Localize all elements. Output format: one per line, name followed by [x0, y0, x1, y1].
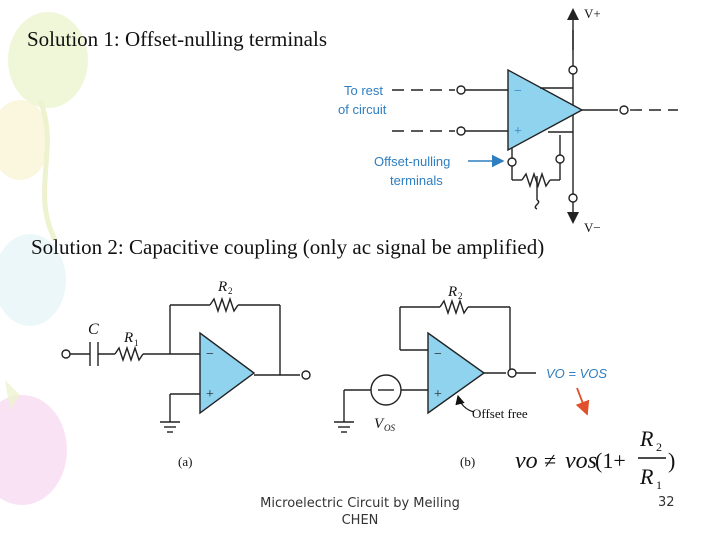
r2-label-b: R: [447, 284, 457, 300]
vos-subscript: OS: [384, 423, 395, 433]
eq-denominator-sub: 1: [656, 478, 662, 492]
r2-subscript-b: 2: [458, 291, 463, 301]
eq-numerator: R: [639, 426, 654, 451]
b-noninverting-sign: +: [434, 387, 442, 402]
figure-label-a: (a): [178, 454, 192, 469]
eq-denominator: R: [639, 464, 654, 489]
slide-title-solution-1: Solution 1: Offset-nulling terminals: [27, 27, 328, 51]
eq-numerator-sub: 2: [656, 440, 662, 454]
eq-paren-open: (1+: [595, 448, 626, 473]
vminus-label: V−: [584, 220, 601, 235]
offset-nulling-label-2: terminals: [390, 173, 443, 188]
eq-neq: ≠: [544, 448, 556, 473]
capacitor-label: C: [88, 321, 99, 338]
inverting-sign: −: [514, 84, 522, 99]
to-rest-label-1: To rest: [344, 83, 383, 98]
vos-label: V: [374, 416, 385, 432]
noninverting-sign: +: [514, 124, 522, 139]
to-rest-label-2: of circuit: [338, 102, 387, 117]
r2-subscript-a: 2: [228, 286, 233, 296]
footer-credit: Microelectric Circuit by Meiling CHEN: [260, 496, 460, 528]
vo-equals-vos: VO = VOS: [546, 366, 607, 381]
slide-title-solution-2: Solution 2: Capacitive coupling (only ac…: [31, 235, 545, 259]
equation: vo ≠ vos (1+ R 2 R 1 ): [515, 426, 675, 492]
vplus-label: V+: [584, 6, 601, 21]
a-inverting-sign: −: [206, 347, 214, 362]
r1-subscript: 1: [134, 338, 139, 348]
offset-nulling-label-1: Offset-nulling: [374, 154, 450, 169]
figure-capacitive-coupling-b: [334, 298, 536, 433]
r2-label-a: R: [217, 279, 227, 295]
figure-offset-nulling: [392, 8, 678, 224]
r1-label: R: [123, 330, 133, 346]
eq-lhs: vo: [515, 448, 538, 474]
offset-free-arrow: [455, 394, 475, 413]
a-noninverting-sign: +: [206, 387, 214, 402]
red-pointer-arrow: [575, 387, 590, 416]
eq-paren-close: ): [668, 448, 675, 473]
eq-rhs: vos: [565, 448, 597, 474]
page-number: 32: [658, 495, 675, 510]
b-inverting-sign: −: [434, 347, 442, 362]
figure-capacitive-coupling-a: [61, 296, 311, 433]
figure-label-b: (b): [460, 454, 475, 469]
offset-free-label: Offset free: [472, 406, 528, 421]
